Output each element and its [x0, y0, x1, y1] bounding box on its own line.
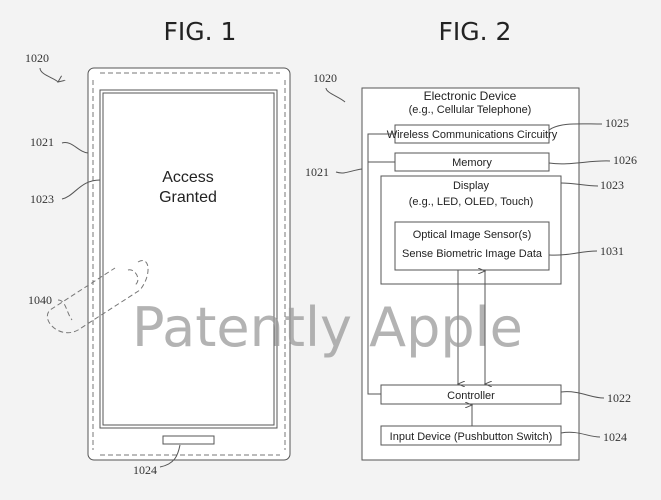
sensor-subtitle: Sense Biometric Image Data	[402, 248, 543, 260]
leader-1024	[159, 444, 181, 468]
ref-1021-fig2: 1021	[305, 165, 329, 179]
input-device-label: Input Device (Pushbutton Switch)	[390, 431, 553, 443]
controller-label: Controller	[447, 390, 495, 402]
device-subtitle: (e.g., Cellular Telephone)	[409, 104, 532, 116]
leader-1025	[548, 123, 603, 131]
wireless-label: Wireless Communications Circuitry	[387, 129, 558, 141]
ref-1040: 1040	[28, 293, 52, 307]
ref-1031: 1031	[600, 244, 624, 258]
input-device-box	[380, 425, 562, 446]
sensor-box	[394, 221, 550, 271]
leader-1020-fig2	[325, 87, 346, 103]
ref-1021-fig1: 1021	[30, 135, 54, 149]
ref-1022: 1022	[607, 391, 631, 405]
leader-1026	[548, 160, 611, 165]
ref-1024-fig1: 1024	[133, 463, 157, 477]
ref-1024-fig2: 1024	[603, 430, 627, 444]
ref-1020-fig1: 1020	[25, 51, 49, 65]
leader-1023-fig2	[560, 182, 599, 187]
display-title: Display	[453, 180, 490, 192]
phone-display	[99, 89, 278, 429]
leader-1021	[61, 142, 89, 154]
display-inner-border	[102, 92, 275, 426]
bus-line	[367, 133, 395, 395]
leader-1020	[39, 67, 58, 82]
ref-1020-fig2: 1020	[313, 71, 337, 85]
watermark: Patently Apple	[132, 296, 523, 359]
fig2-title: FIG. 2	[439, 17, 512, 46]
housing-edge-lines	[92, 72, 286, 456]
ref-1025: 1025	[605, 116, 629, 130]
screen-text-line2: Granted	[159, 189, 217, 206]
leader-1024-fig2	[560, 431, 601, 438]
ref-1026: 1026	[613, 153, 637, 167]
ref-1023-fig1: 1023	[30, 192, 54, 206]
fingernail-outline	[127, 269, 139, 286]
finger-outline	[47, 260, 149, 333]
leader-1021-fig2	[335, 168, 363, 174]
device-title: Electronic Device	[424, 89, 517, 103]
leader-1031	[548, 250, 598, 256]
screen-text-line1: Access	[162, 169, 214, 186]
leader-1022	[560, 391, 605, 399]
leader-1040	[57, 299, 73, 321]
leader-1023	[61, 179, 101, 200]
fig1-title: FIG. 1	[164, 17, 237, 46]
sensor-title: Optical Image Sensor(s)	[413, 229, 532, 241]
display-subtitle: (e.g., LED, OLED, Touch)	[409, 196, 534, 208]
ref-1023-fig2: 1023	[600, 178, 624, 192]
memory-label: Memory	[452, 157, 492, 169]
home-button	[162, 435, 215, 445]
